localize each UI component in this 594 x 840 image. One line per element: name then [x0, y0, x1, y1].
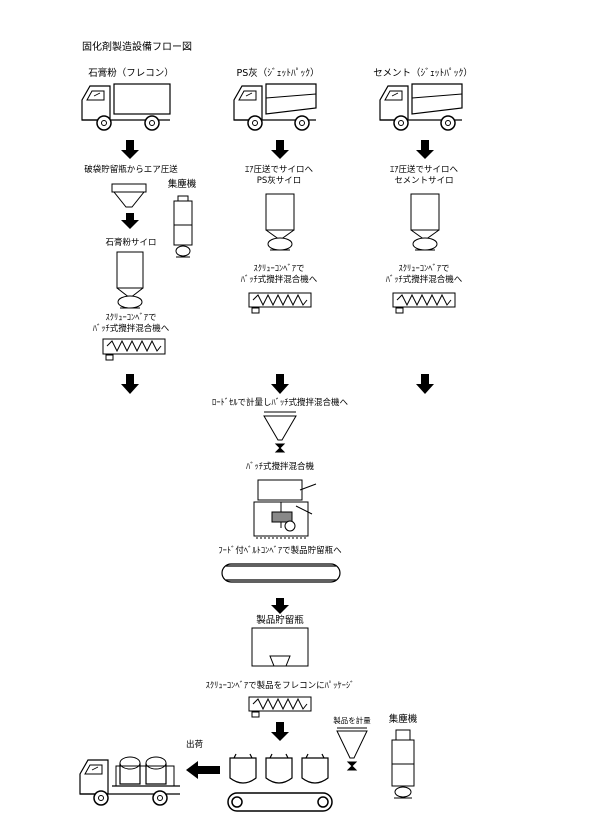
- ps-ash-truck: [233, 83, 317, 131]
- cement-truck: [379, 83, 463, 131]
- gypsum-label: 石膏粉（フレコン）: [88, 68, 174, 79]
- product-dust-collector-label: 集塵機: [388, 714, 418, 725]
- arrow-down-icon: [121, 374, 139, 394]
- ps-ash-silo-label: PS灰サイロ: [256, 176, 302, 186]
- arrow-down-icon: [271, 722, 289, 741]
- arrow-down-icon: [271, 598, 289, 614]
- ps-ash-conveyor-line2: ﾊﾞｯﾁ式攪拌混合機へ: [240, 275, 318, 285]
- weigh-product-label: 製品を計量: [333, 716, 371, 725]
- load-cell-hopper: [263, 411, 297, 453]
- cement-conveyor-line2: ﾊﾞｯﾁ式攪拌混合機へ: [385, 275, 463, 285]
- gypsum-step1: 破袋貯留瓶からエア圧送: [84, 165, 178, 175]
- product-weigh-hopper: [336, 727, 368, 771]
- gypsum-dust-collector-label: 集塵機: [167, 179, 197, 190]
- ps-ash-conveyor-line1: ｽｸﾘｭｰｺﾝﾍﾞｱで: [253, 264, 305, 274]
- gypsum-screw-conveyor: [102, 338, 166, 361]
- gypsum-truck: [81, 83, 171, 131]
- cement-screw-conveyor: [392, 292, 456, 314]
- weigh-step-label: ﾛｰﾄﾞｾﾙで計量しﾊﾞｯﾁ式攪拌混合機へ: [211, 398, 349, 408]
- belt-step-label: ﾌｰﾄﾞ付ﾍﾞﾙﾄｺﾝﾍﾞｱで製品貯留瓶へ: [218, 546, 342, 556]
- arrow-left-icon: [186, 761, 220, 779]
- gypsum-silo-label: 石膏粉サイロ: [105, 238, 157, 248]
- product-storage-bin: [251, 627, 309, 667]
- arrow-down-icon: [121, 140, 434, 159]
- gypsum-dust-collector: [173, 195, 193, 258]
- ps-ash-screw-conveyor: [248, 292, 312, 314]
- arrow-down-icon: [121, 213, 139, 229]
- arrow-down-icon: [416, 374, 434, 394]
- gypsum-conveyor-line2: ﾊﾞｯﾁ式攪拌混合機へ: [92, 324, 170, 334]
- shipping-label: 出荷: [186, 740, 204, 750]
- product-dust-collector: [391, 729, 415, 799]
- flexible-container-bags: [229, 753, 329, 784]
- ps-ash-step1-line1: ｴｱ圧送でサイロへ: [244, 165, 314, 175]
- batch-mixer: [253, 479, 317, 539]
- page-title: 固化剤製造設備フロー図: [82, 42, 192, 53]
- bag-belt-conveyor: [227, 792, 333, 812]
- cement-silo-label: セメントサイロ: [394, 176, 454, 186]
- gypsum-conveyor-line1: ｽｸﾘｭｰｺﾝﾍﾞｱで: [105, 313, 157, 323]
- package-step-label: ｽｸﾘｭｰｺﾝﾍﾞｱで製品をフレコンにﾊﾟｯｹｰｼﾞ: [205, 681, 355, 691]
- storage-label: 製品貯留瓶: [256, 615, 304, 626]
- gypsum-silo: [116, 251, 144, 309]
- mixer-label: ﾊﾞｯﾁ式攪拌混合機: [245, 462, 315, 472]
- shipping-truck: [79, 756, 180, 806]
- cement-label: セメント（ｼﾞｪｯﾄﾊﾟｯｸ）: [373, 68, 473, 79]
- packaging-screw-conveyor: [248, 696, 312, 718]
- cement-conveyor-line1: ｽｸﾘｭｰｺﾝﾍﾞｱで: [398, 264, 450, 274]
- ps-ash-silo: [265, 193, 295, 251]
- ps-ash-label: PS灰（ｼﾞｪｯﾄﾊﾟｯｸ）: [236, 68, 320, 79]
- hooded-belt-conveyor: [221, 563, 341, 583]
- cement-silo: [410, 193, 440, 251]
- arrow-down-icon: [271, 374, 289, 394]
- cement-step1-line1: ｴｱ圧送でサイロへ: [389, 165, 459, 175]
- gypsum-hopper: [111, 183, 147, 208]
